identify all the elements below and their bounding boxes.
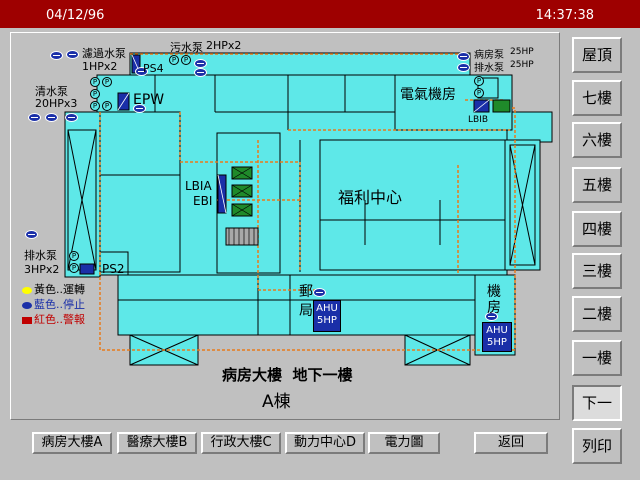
pump-icon[interactable] xyxy=(25,230,38,239)
pump-icon[interactable] xyxy=(194,59,207,68)
blue-dot-icon xyxy=(22,301,32,309)
panel-green-4 xyxy=(492,99,511,113)
valve-icon[interactable]: P xyxy=(474,88,484,98)
valve-icon[interactable]: P xyxy=(69,263,79,273)
floor-button-roof[interactable]: 屋頂 xyxy=(572,37,622,73)
floor-button-b1[interactable]: 下一 xyxy=(572,385,622,421)
valve-icon[interactable]: P xyxy=(69,251,79,261)
post-office-label-1: 郵 xyxy=(299,284,313,300)
valve-icon[interactable]: P xyxy=(102,77,112,87)
clean-pump-label: 清水泵 xyxy=(35,85,68,98)
valve-icon[interactable]: P xyxy=(90,101,100,111)
pump-icon[interactable] xyxy=(133,104,146,113)
legend-stopped: 藍色..停止 xyxy=(22,296,85,312)
pump-icon[interactable] xyxy=(135,67,148,76)
lower-floor xyxy=(117,274,476,336)
pump-icon[interactable] xyxy=(194,68,207,77)
floor-button-4f[interactable]: 四樓 xyxy=(572,211,622,247)
valve-icon[interactable]: P xyxy=(102,101,112,111)
valve-icon[interactable]: P xyxy=(169,55,179,65)
drain-pump-top-label: 濾過水泵 xyxy=(82,47,126,60)
epw-label: EPW xyxy=(133,92,165,108)
pump-icon[interactable] xyxy=(457,63,470,72)
valve-icon[interactable]: P xyxy=(90,89,100,99)
ahu-right[interactable]: AHU 5HP xyxy=(482,322,512,352)
print-button[interactable]: 列印 xyxy=(572,428,622,464)
building-d-button[interactable]: 動力中心D xyxy=(285,432,365,454)
building-a-button[interactable]: 病房大樓A xyxy=(32,432,112,454)
power-diagram-button[interactable]: 電力圖 xyxy=(368,432,440,454)
welfare-center xyxy=(319,139,506,271)
machine-room-label-1: 機 xyxy=(487,284,501,300)
legend-running: 黃色..運轉 xyxy=(22,281,85,297)
valve-icon[interactable]: P xyxy=(90,77,100,87)
electrical-room-label: 電氣機房 xyxy=(400,87,456,103)
clean-pump-spec: 20HPx3 xyxy=(35,97,78,110)
date-display: 04/12/96 xyxy=(46,8,105,23)
plan-subtitle: A棟 xyxy=(262,392,291,412)
ahu-right-label: AHU xyxy=(486,325,508,336)
discharge-pump-spec: 25HP xyxy=(510,60,534,70)
ebi-label: EBI xyxy=(193,194,213,208)
floor-button-1f[interactable]: 一樓 xyxy=(572,340,622,376)
lbib-label: LBIB xyxy=(468,115,489,125)
ps4-label: PS4 xyxy=(143,62,164,75)
floor-button-3f[interactable]: 三樓 xyxy=(572,253,622,289)
welfare-center-label: 福利中心 xyxy=(338,188,403,207)
bottom-nav-bar: 病房大樓A 醫療大樓B 行政大樓C 動力中心D 電力圖 返回 xyxy=(14,424,558,464)
discharge-pump-label: 排水泵 xyxy=(474,63,504,74)
time-display: 14:37:38 xyxy=(535,8,594,23)
ahu-left-spec: 5HP xyxy=(317,315,337,326)
floor-button-5f[interactable]: 五樓 xyxy=(572,167,622,203)
left-room xyxy=(99,111,181,273)
floor-button-2f[interactable]: 二樓 xyxy=(572,296,622,332)
valve-icon[interactable]: P xyxy=(474,76,484,86)
floor-button-7f[interactable]: 七樓 xyxy=(572,80,622,116)
pump-icon[interactable] xyxy=(66,50,79,59)
ahu-left-label: AHU xyxy=(316,303,338,314)
pump-icon[interactable] xyxy=(45,113,58,122)
sewage-pump-label: 污水泵 xyxy=(170,41,203,54)
pump-icon[interactable] xyxy=(485,312,498,321)
right-wing xyxy=(506,111,553,143)
machine-room-label-2: 房 xyxy=(487,300,501,316)
plan-title: 病房大樓 地下一樓 xyxy=(222,366,353,384)
ahu-left[interactable]: AHU 5HP xyxy=(313,300,341,332)
drain-pump-top-spec: 1HPx2 xyxy=(82,60,118,73)
pump-icon[interactable] xyxy=(313,288,326,297)
lbia-label: LBIA xyxy=(185,179,212,193)
valve-icon[interactable]: P xyxy=(181,55,191,65)
sewage-pump-spec: 2HPx2 xyxy=(206,39,242,52)
building-c-button[interactable]: 行政大樓C xyxy=(201,432,281,454)
pump-icon[interactable] xyxy=(457,52,470,61)
ahu-right-spec: 5HP xyxy=(487,337,507,348)
red-square-icon xyxy=(22,316,32,324)
building-b-button[interactable]: 醫療大樓B xyxy=(117,432,197,454)
back-button[interactable]: 返回 xyxy=(474,432,548,454)
drain-pump-left-label: 排水泵 xyxy=(24,249,57,262)
post-office-label-2: 局 xyxy=(299,303,313,319)
ward-pump-label: 病房泵 xyxy=(474,50,504,61)
panel-blue-5 xyxy=(79,263,95,275)
title-bar: 04/12/96 14:37:38 xyxy=(0,0,640,28)
drain-pump-left-spec: 3HPx2 xyxy=(24,263,60,276)
ps2-label: PS2 xyxy=(102,262,125,276)
pump-icon[interactable] xyxy=(65,113,78,122)
floor-button-6f[interactable]: 六樓 xyxy=(572,122,622,158)
pump-icon[interactable] xyxy=(50,51,63,60)
legend-alarm: 紅色..警報 xyxy=(22,311,85,327)
yellow-dot-icon xyxy=(22,286,32,294)
ward-pump-spec: 25HP xyxy=(510,47,534,57)
floor-plan-panel xyxy=(10,32,560,420)
panel-grey xyxy=(225,227,259,246)
pump-icon[interactable] xyxy=(28,113,41,122)
